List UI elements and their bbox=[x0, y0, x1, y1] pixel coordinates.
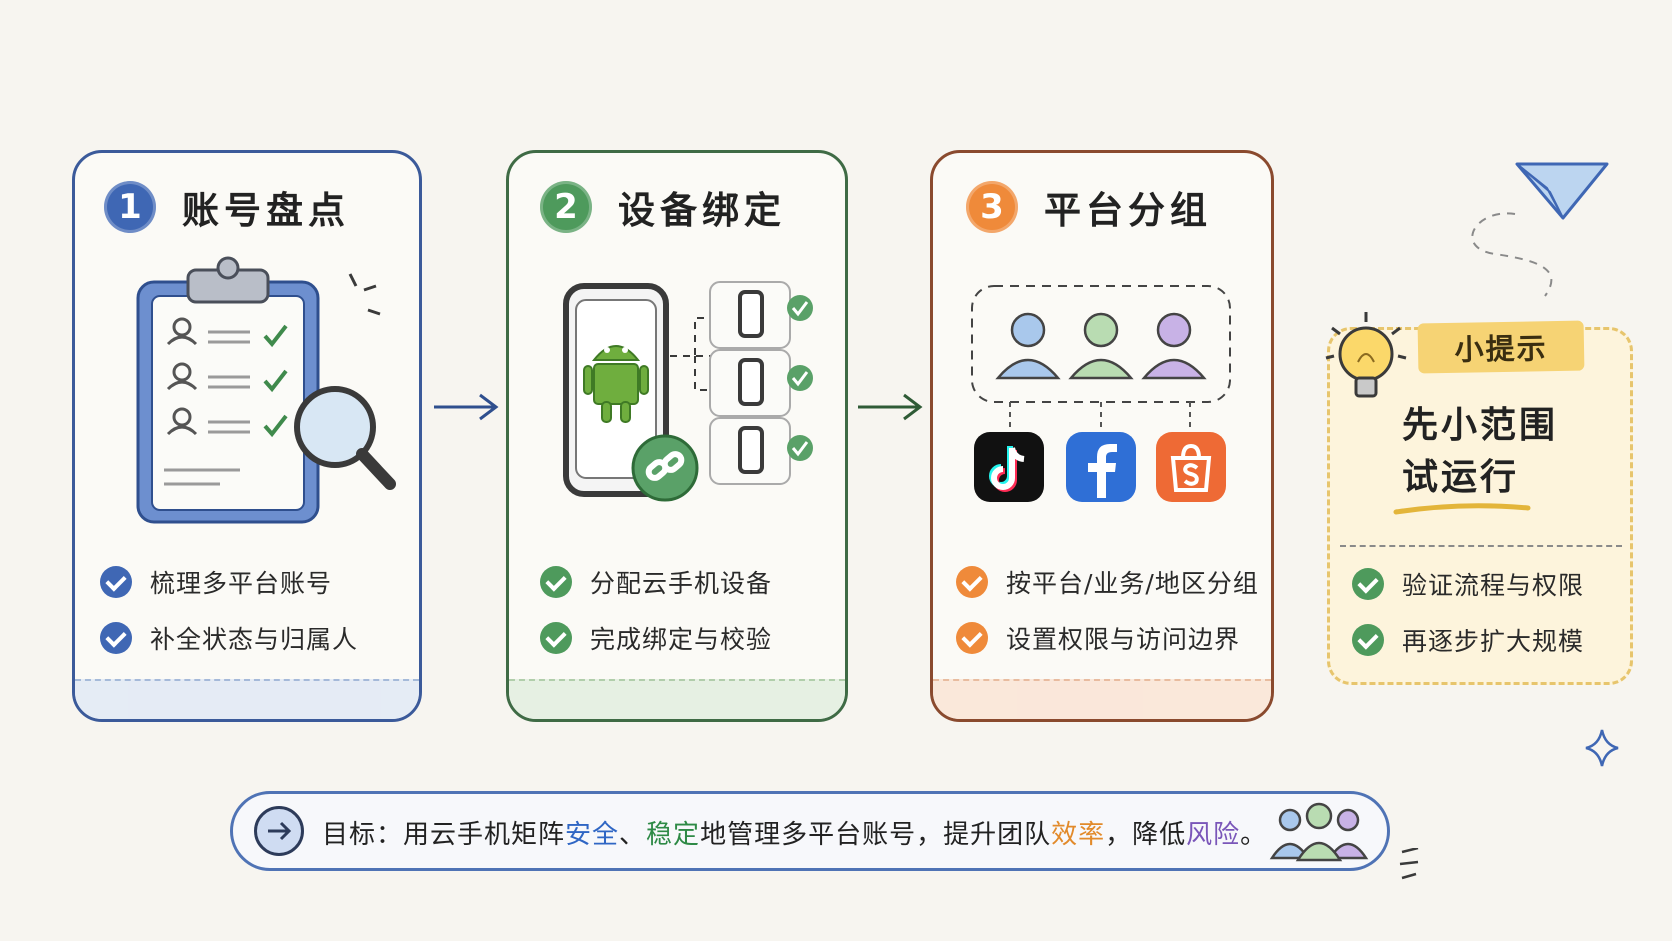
step-2-bullets: 分配云手机设备 完成绑定与校验 bbox=[540, 554, 772, 666]
step-1-bullets: 梳理多平台账号 补全状态与归属人 bbox=[100, 554, 358, 666]
list-item: 分配云手机设备 bbox=[540, 554, 772, 610]
goal-banner bbox=[230, 791, 1390, 871]
check-icon bbox=[540, 566, 572, 598]
list-item: 按平台/业务/地区分组 bbox=[956, 554, 1259, 610]
list-item: 验证流程与权限 bbox=[1352, 556, 1584, 612]
step-1-title: 账号盘点 bbox=[182, 189, 350, 232]
arrow-right-icon bbox=[434, 393, 499, 421]
step-1-number: 1 bbox=[104, 181, 156, 233]
paper-plane-icon bbox=[1471, 162, 1609, 297]
list-item: 完成绑定与校验 bbox=[540, 610, 772, 666]
check-icon bbox=[540, 622, 572, 654]
tip-divider bbox=[1340, 545, 1622, 547]
check-icon bbox=[1352, 568, 1384, 600]
team-icon bbox=[1269, 802, 1369, 862]
check-icon bbox=[956, 566, 988, 598]
tip-label: 小提示 bbox=[1417, 320, 1585, 374]
tip-main-text: 先小范围 试运行 bbox=[1402, 405, 1559, 498]
user-group-icon bbox=[971, 285, 1231, 403]
list-item: 再逐步扩大规模 bbox=[1352, 612, 1584, 668]
step-3-bullets: 按平台/业务/地区分组 设置权限与访问边界 bbox=[956, 554, 1259, 666]
step-3-header: 3 平台分组 bbox=[966, 180, 1212, 234]
check-icon bbox=[100, 566, 132, 598]
step-2-title: 设备绑定 bbox=[618, 189, 786, 232]
shopee-logo-glyph bbox=[1170, 443, 1212, 492]
tiktok-logo-glyph bbox=[989, 446, 1025, 492]
tip-bullets: 验证流程与权限 再逐步扩大规模 bbox=[1352, 556, 1584, 668]
step-2-header: 2 设备绑定 bbox=[540, 180, 786, 234]
step-2-number: 2 bbox=[540, 181, 592, 233]
arrow-right-icon bbox=[858, 393, 923, 421]
facebook-logo-glyph bbox=[1088, 444, 1117, 498]
platform-connectors bbox=[1009, 402, 1191, 430]
step-3-title: 平台分组 bbox=[1044, 189, 1212, 232]
goal-text: 目标：用云手机矩阵安全、稳定地管理多平台账号，提升团队效率，降低风险。 bbox=[322, 820, 1268, 850]
list-item: 补全状态与归属人 bbox=[100, 610, 358, 666]
step-1-header: 1 账号盘点 bbox=[104, 180, 350, 234]
tip-underline bbox=[1393, 503, 1531, 515]
card-footer-band bbox=[509, 679, 845, 719]
card-footer-band bbox=[75, 679, 419, 719]
lightbulb-icon bbox=[1325, 312, 1407, 398]
list-item: 梳理多平台账号 bbox=[100, 554, 358, 610]
android-phone-icon bbox=[563, 281, 813, 502]
arrow-right-icon bbox=[268, 821, 292, 841]
clipboard-icon bbox=[136, 256, 396, 524]
check-icon bbox=[1352, 624, 1384, 656]
decorative-strokes bbox=[1399, 848, 1419, 880]
list-item: 设置权限与访问边界 bbox=[956, 610, 1259, 666]
check-icon bbox=[100, 622, 132, 654]
check-icon bbox=[956, 622, 988, 654]
card-footer-band bbox=[933, 679, 1271, 719]
step-3-number: 3 bbox=[966, 181, 1018, 233]
sparkle-icon bbox=[1585, 729, 1619, 767]
